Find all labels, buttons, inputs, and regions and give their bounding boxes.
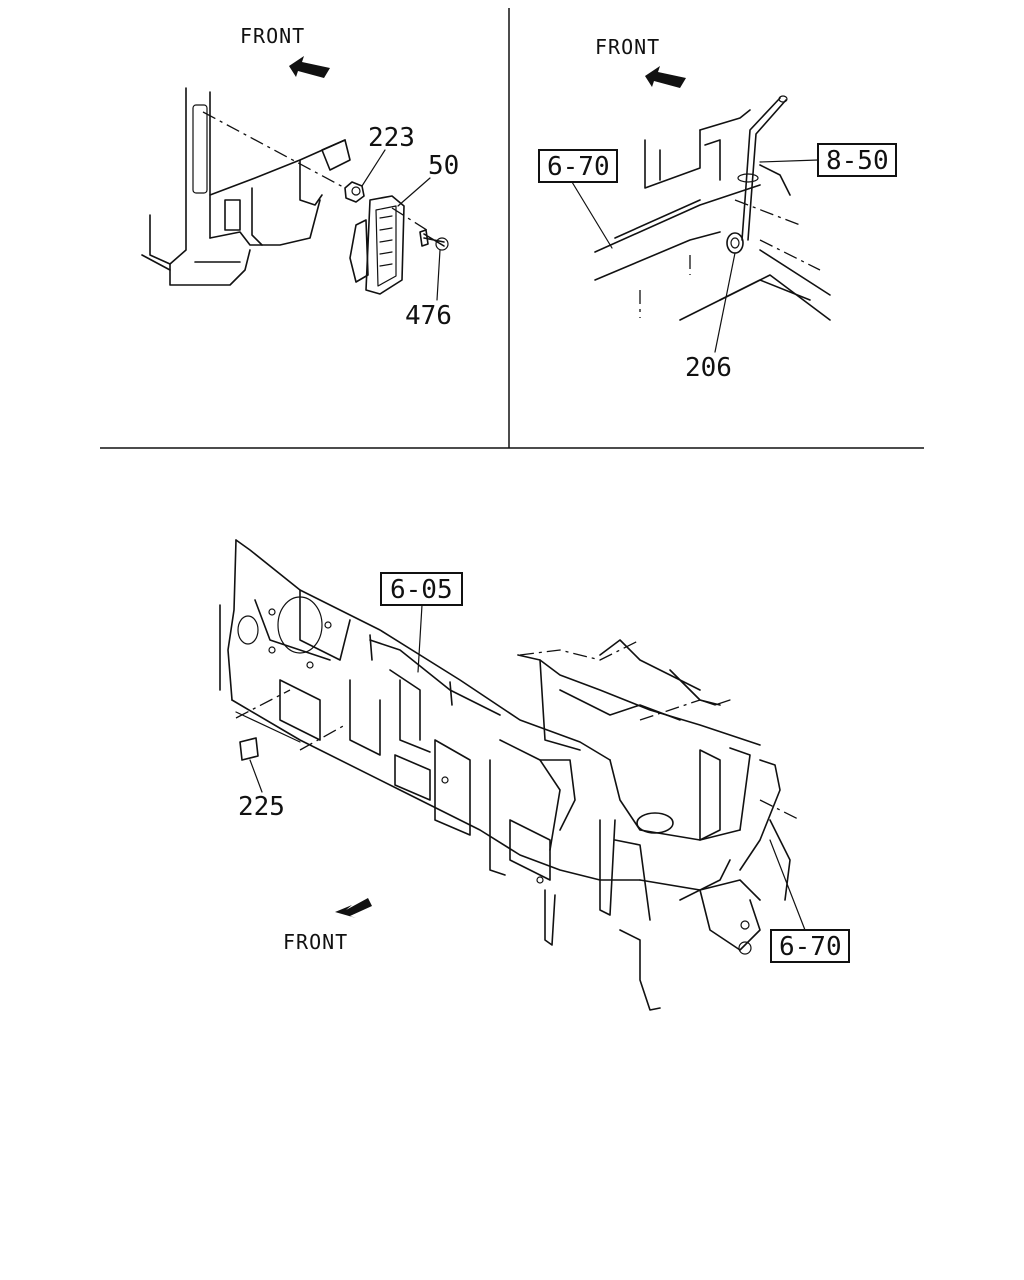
ref-box-6-70 [770,929,850,963]
panel-top-right: FRONT 6-70 8-50 206 [538,35,897,383]
ref-box-6-70 [538,149,618,183]
panel-top-left: FRONT 223 50 476 [141,24,459,331]
ref-6-70: 6-70 [779,932,842,962]
callout-225: 225 [238,792,285,822]
ref-box-8-50 [817,143,897,177]
panel-bottom: 6-05 6-70 225 FRONT [219,539,850,1011]
callout-50: 50 [428,151,459,181]
callout-206: 206 [685,353,732,383]
ref-6-05: 6-05 [390,575,453,605]
front-arrow-icon [289,56,330,78]
front-arrow-icon [645,66,686,88]
front-arrow-icon [335,898,372,918]
callout-223: 223 [368,123,415,153]
ref-6-70: 6-70 [547,152,610,182]
front-label: FRONT [595,35,660,59]
front-label: FRONT [283,930,348,954]
ref-8-50: 8-50 [826,146,889,176]
front-label: FRONT [240,24,305,48]
callout-476: 476 [405,301,452,331]
